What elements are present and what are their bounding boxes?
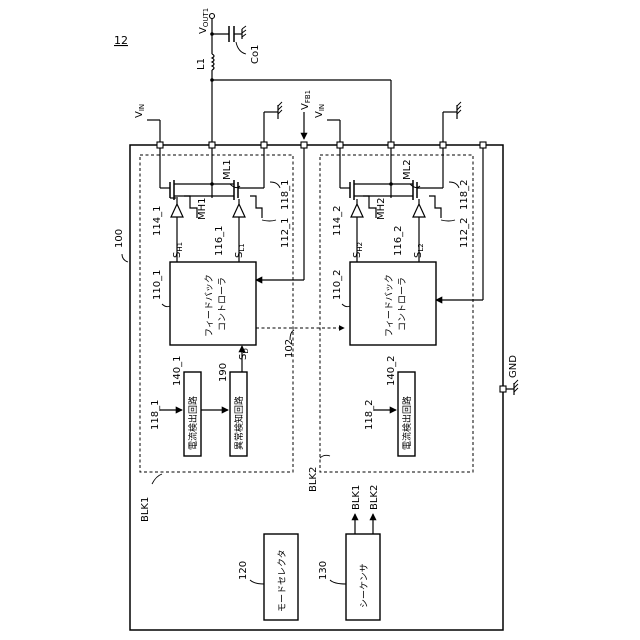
- current-input-118-1: 118_1: [150, 400, 161, 430]
- capacitor-label: Co1: [250, 45, 261, 64]
- fault-signal: SD: [238, 348, 250, 360]
- mh2-label: MH2: [376, 197, 387, 220]
- signal-sl2: SL2: [413, 243, 425, 258]
- ml2-label: ML2: [402, 159, 413, 180]
- fault-detector-190-label: 異常検知回路: [233, 396, 245, 450]
- transistor-mh2: [340, 180, 391, 200]
- controller-110-2-ref: 110_2: [332, 270, 343, 300]
- driver-114-1: [171, 204, 183, 217]
- block-2-name: BLK2: [308, 467, 319, 492]
- sequencer-ref: 130: [318, 561, 329, 580]
- sequencer-out-blk2: BLK2: [369, 485, 380, 510]
- transistor-mh1: [160, 180, 212, 200]
- vfb-label: VFB1: [300, 90, 312, 110]
- driver-116-1: [233, 204, 245, 217]
- signal-sh1: SH1: [172, 242, 184, 258]
- chip-ref: 100: [114, 229, 125, 248]
- controller-110-1-label-line1: フィードバック: [204, 274, 215, 337]
- ground-1: [264, 102, 282, 145]
- mode-selector-label: モードセレクタ: [277, 549, 288, 612]
- driver-114-2-label: 114_2: [332, 206, 343, 236]
- sense-112-1-label: 112_1: [280, 218, 291, 248]
- driver-114-1-label: 114_1: [152, 206, 163, 236]
- sense-118-1-label: 118_1: [280, 180, 291, 210]
- current-detector-140-2-label: 電流検出回路: [401, 396, 413, 450]
- controller-110-2-label-line1: フィードバック: [384, 274, 395, 337]
- current-input-118-2: 118_2: [364, 400, 375, 430]
- driver-114-2: [351, 204, 363, 217]
- mh1-label: MH1: [197, 197, 208, 220]
- vout-label: VOUT1: [198, 8, 210, 34]
- bus-102: 102: [256, 328, 344, 358]
- output-network: VOUT1 Co1 L1: [196, 8, 391, 145]
- current-detector-140-1-label: 電流検出回路: [187, 396, 199, 450]
- driver-116-1-label: 116_1: [214, 226, 225, 256]
- mode-selector-ref: 120: [238, 561, 249, 580]
- vin-2: VIN: [314, 104, 340, 145]
- vin-2-label: VIN: [314, 104, 326, 118]
- gnd-label: GND: [508, 355, 519, 378]
- bus-102-ref: 102: [284, 339, 295, 358]
- driver-116-2-label: 116_2: [393, 226, 404, 256]
- ground-2: [443, 102, 461, 145]
- sense-118-2-label: 118_2: [459, 180, 470, 210]
- block-2: BLK2 MH2 ML2: [308, 148, 483, 492]
- block-1: BLK1 MH1 ML1: [140, 148, 304, 522]
- controller-110-2-label-line2: コントローラ: [397, 277, 408, 331]
- ml1-label: ML1: [222, 159, 233, 180]
- block-1-name: BLK1: [140, 497, 151, 522]
- current-detector-140-1-ref: 140_1: [172, 356, 183, 386]
- sequencer-label: シーケンサ: [359, 563, 370, 608]
- sense-112-2-label: 112_2: [459, 218, 470, 248]
- controller-110-1-ref: 110_1: [152, 270, 163, 300]
- sequencer-out-blk1: BLK1: [351, 485, 362, 510]
- vfb-1: VFB1: [300, 90, 312, 139]
- mode-selector: モードセレクタ 120: [238, 534, 298, 620]
- signal-sl1: SL1: [234, 243, 246, 258]
- fault-detector-190-ref: 190: [218, 363, 229, 382]
- vin-1: VIN: [134, 104, 160, 145]
- vin-1-label: VIN: [134, 104, 146, 118]
- gnd-pin: GND: [506, 355, 519, 395]
- signal-sh2: SH2: [352, 242, 364, 258]
- current-detector-140-2-ref: 140_2: [386, 356, 397, 386]
- inductor-label: L1: [196, 58, 207, 70]
- driver-116-2: [413, 204, 425, 217]
- figure-number: 12: [114, 34, 128, 47]
- sequencer: シーケンサ 130 BLK1 BLK2: [318, 485, 380, 620]
- controller-110-1-label-line2: コントローラ: [217, 277, 228, 331]
